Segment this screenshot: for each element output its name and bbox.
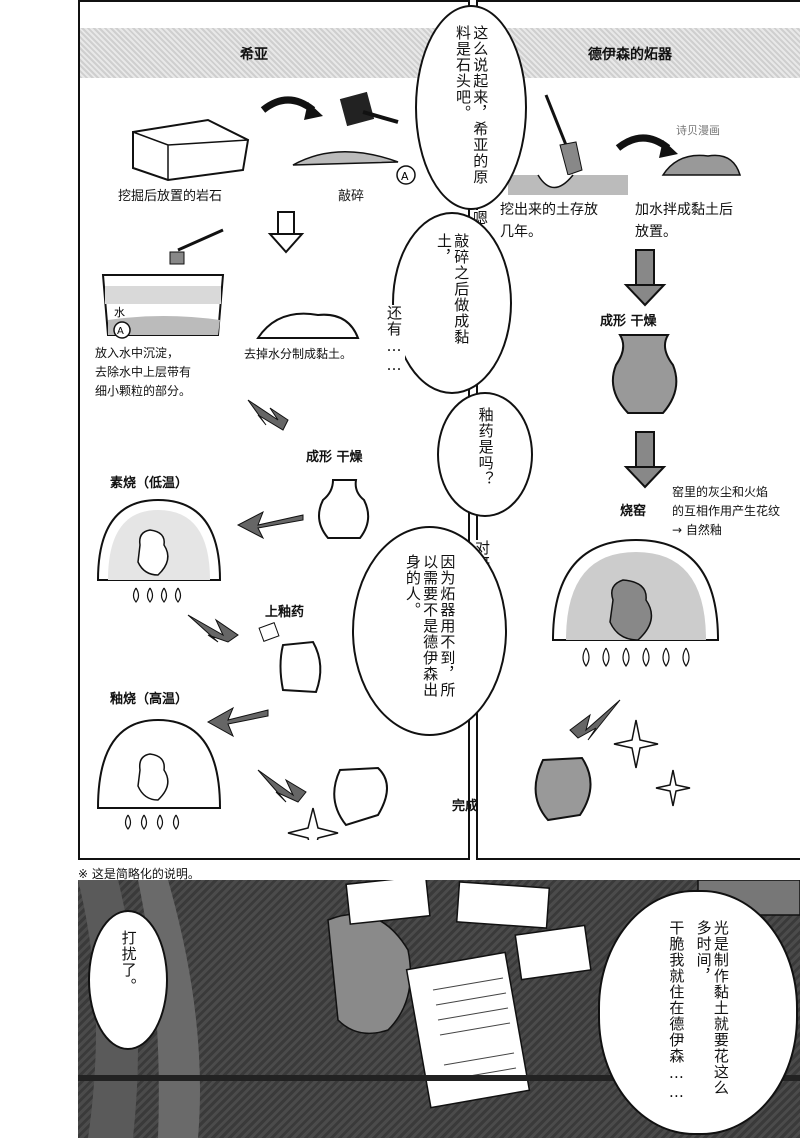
diag-arrow-3 bbox=[257, 769, 307, 803]
vase-right-final-icon bbox=[534, 756, 592, 822]
watermark: 诗贝漫画 bbox=[676, 124, 720, 137]
clay-mound-right-icon bbox=[661, 154, 742, 176]
bottom-bubble-right-line1: 光是制作黏土就要花这么多时间， bbox=[694, 920, 730, 1096]
step-dig-label: 挖掘后放置的岩石 bbox=[118, 189, 223, 204]
down-arrow-2 bbox=[623, 249, 667, 307]
vase-glazed-icon bbox=[279, 640, 322, 694]
step-crush-label: 敲碎 bbox=[338, 189, 365, 204]
bottom-panel: 打扰了。 光是制作黏土就要花这么多时间， 干脆我就住在德伊森…… bbox=[78, 880, 800, 1138]
left-header-title: 希亚 bbox=[240, 47, 268, 63]
left-arrow-1 bbox=[236, 510, 304, 540]
sparkle-right-icon-1 bbox=[613, 719, 659, 769]
vase-final-icon bbox=[333, 766, 388, 827]
vase-right-dry-icon bbox=[612, 334, 678, 414]
left-illustrations: A 水 A bbox=[96, 91, 416, 840]
speech-bubble-1: 这么说起来，希亚的原料是石头吧。 bbox=[415, 5, 527, 210]
speech-bubble-3: 敲碎之后做成黏土， bbox=[392, 212, 512, 394]
speech-text-4: 还有…… bbox=[384, 305, 405, 375]
hammer-icon bbox=[339, 91, 399, 127]
step-dewater-label: 去掉水分制成黏土。 bbox=[244, 347, 353, 361]
bottom-bubble-left: 打扰了。 bbox=[88, 910, 168, 1050]
complete-label: 完成 bbox=[452, 799, 479, 814]
crushed-pile-icon bbox=[292, 150, 399, 166]
sparkle-right-icon-2 bbox=[655, 769, 691, 807]
down-arrow-1 bbox=[267, 211, 305, 254]
right-mix-line1: 加水拌成黏土后 bbox=[635, 202, 733, 218]
step-settle-line2: 去除水中上层带有 bbox=[95, 365, 192, 379]
diag-arrow-1 bbox=[247, 399, 289, 431]
diag-arrow-2 bbox=[187, 614, 239, 643]
right-mix-line2: 放置。 bbox=[635, 224, 677, 240]
right-store-line1: 挖出来的土存放 bbox=[500, 202, 598, 218]
bottom-bubble-right-line2: 干脆我就住在德伊森…… bbox=[667, 920, 686, 1102]
ash-line2: 的互相作用产生花纹 bbox=[672, 504, 781, 518]
diag-arrow-right bbox=[569, 699, 621, 741]
left-arrow-2 bbox=[206, 706, 269, 738]
marker-a-2: A bbox=[117, 326, 124, 337]
ash-line3: → 自然釉 bbox=[672, 523, 722, 537]
step-bisque-label: 素烧（低温） bbox=[110, 476, 189, 491]
water-tank-icon bbox=[101, 274, 225, 336]
left-header-band bbox=[80, 28, 468, 78]
step-glaze-fire-label: 釉烧（高温） bbox=[110, 692, 189, 707]
curved-arrow-1 bbox=[260, 96, 316, 113]
bottom-bubble-right: 光是制作黏土就要花这么多时间， 干脆我就住在德伊森…… bbox=[598, 890, 798, 1135]
right-illustrations bbox=[508, 94, 742, 822]
water-label: 水 bbox=[114, 306, 125, 319]
right-header-title: 德伊森的炻器 bbox=[588, 47, 672, 63]
step-shape-dry-right: 成形 干燥 bbox=[600, 314, 657, 329]
step-glaze-label: 上釉药 bbox=[265, 605, 305, 620]
clay-mound-icon bbox=[256, 312, 360, 339]
ash-line1: 窑里的灰尘和火焰 bbox=[672, 485, 769, 499]
step-kiln-label: 烧窑 bbox=[620, 504, 647, 519]
rock-icon bbox=[132, 118, 250, 182]
vase-dry-icon bbox=[318, 479, 370, 539]
speech-bubble-7: 因为炻器用不到，所以需要不是德伊森出身的人。 bbox=[352, 526, 507, 736]
marker-a-1: A bbox=[401, 170, 409, 183]
step-settle-line3: 细小颗粒的部分。 bbox=[95, 384, 192, 398]
down-arrow-3 bbox=[623, 431, 667, 489]
footnote: ※ 这是简略化的说明。 bbox=[78, 867, 200, 881]
curved-arrow-2 bbox=[615, 134, 671, 151]
step-settle-line1: 放入水中沉淀， bbox=[95, 346, 180, 360]
sparkle-icon bbox=[287, 807, 339, 840]
speech-bubble-5: 釉药是吗？ bbox=[437, 392, 533, 517]
right-header-band bbox=[478, 28, 800, 78]
step-shape-dry-left: 成形 干燥 bbox=[306, 450, 363, 465]
shovel-icon bbox=[544, 94, 583, 176]
right-store-line2: 几年。 bbox=[500, 224, 542, 240]
